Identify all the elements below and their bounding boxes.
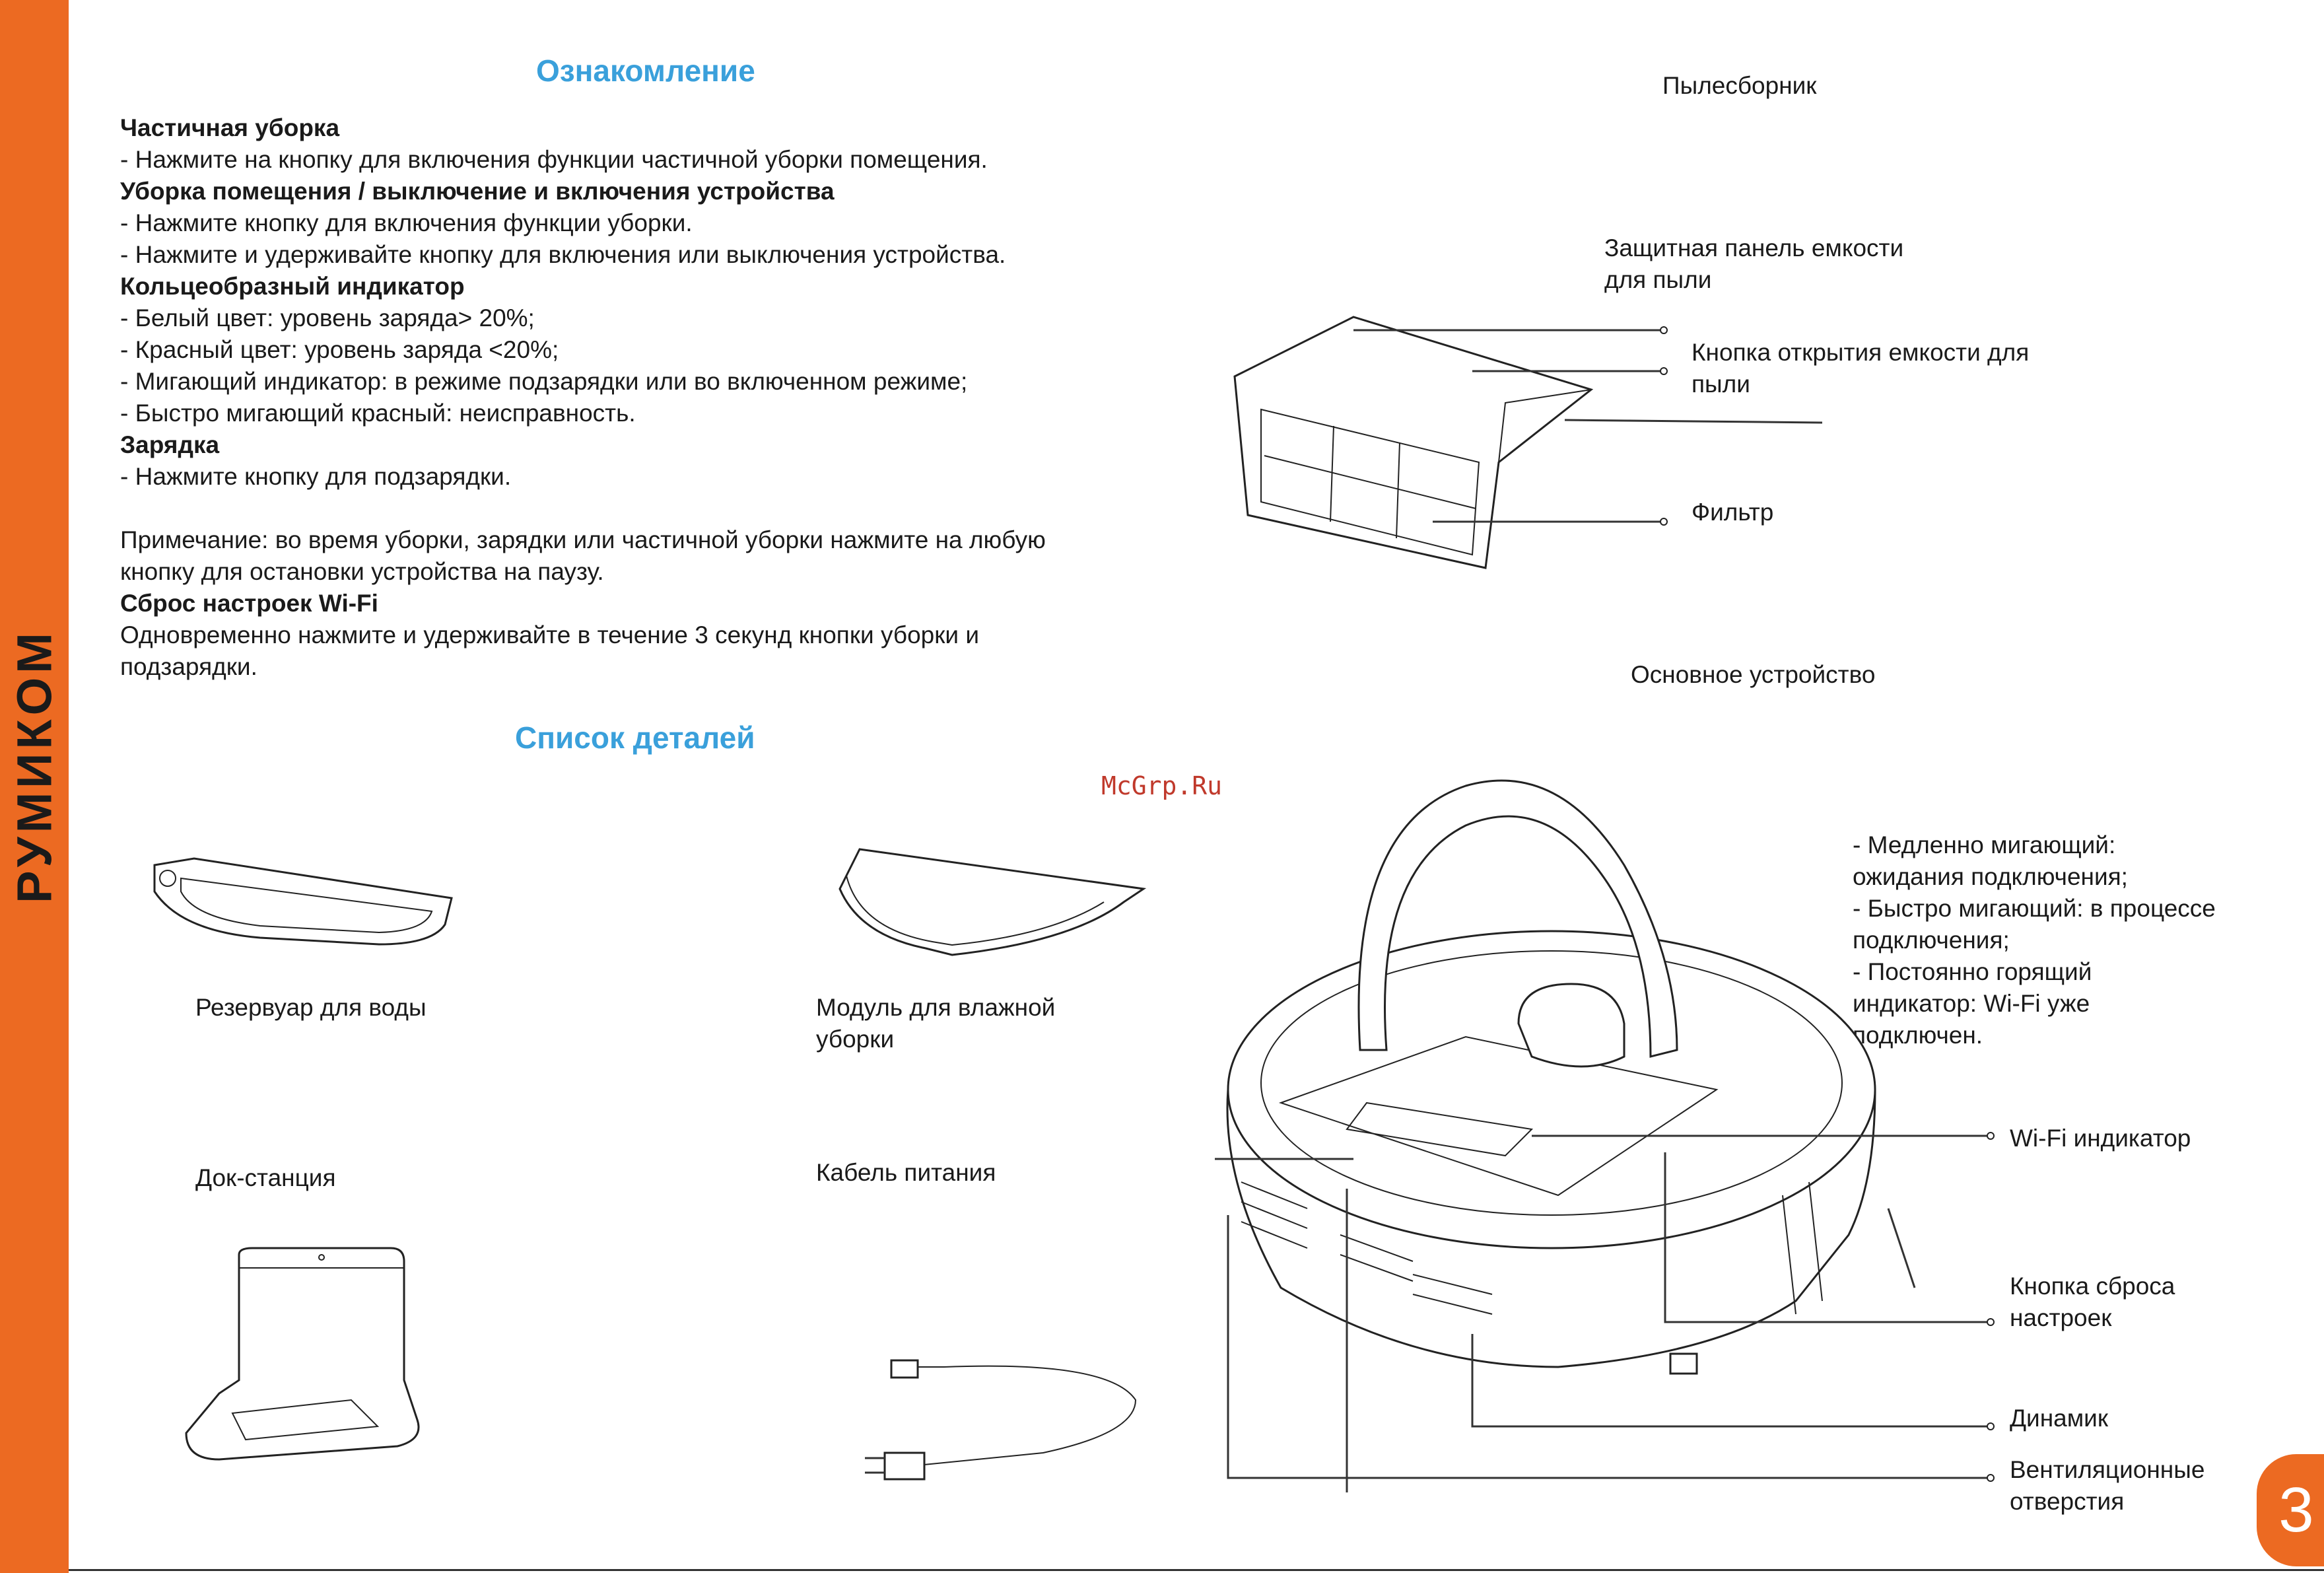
- dustbin-leader-lines: [1353, 326, 1823, 526]
- note-line: Примечание: во время уборки, зарядки или…: [120, 526, 1046, 553]
- heading-room-clean: Уборка помещения / выключение и включени…: [120, 178, 835, 205]
- main-device-title: Основное устройство: [1631, 661, 1876, 688]
- text-line: - Нажмите кнопку для включения функции у…: [120, 209, 693, 236]
- wifi-state-line: - Медленно мигающий:: [1853, 831, 2116, 858]
- cable-label: Кабель питания: [816, 1159, 996, 1186]
- dock-label: Док-станция: [195, 1164, 336, 1191]
- bottom-rule: [69, 1569, 2324, 1571]
- open-button-label-1: Кнопка открытия емкости для: [1692, 339, 2030, 366]
- heading-ring-indicator: Кольцеобразный индикатор: [120, 273, 465, 300]
- wifi-indicator-label: Wi-Fi индикатор: [2010, 1125, 2191, 1152]
- wifi-state-line: индикатор: Wi-Fi уже: [1853, 990, 2090, 1017]
- dustbin-title: Пылесборник: [1662, 72, 1817, 99]
- text-line: - Нажмите кнопку для подзарядки.: [120, 463, 512, 490]
- mop-module-illustration: [838, 848, 1147, 956]
- dock-station-illustration: [185, 1247, 420, 1461]
- wifi-state-line: подключения;: [1853, 926, 2010, 954]
- robot-vacuum-illustration: [1226, 779, 1916, 1375]
- page-number: 3: [2257, 1454, 2324, 1566]
- text-line: - Мигающий индикатор: в режиме подзарядк…: [120, 368, 968, 395]
- mop-module-label-1: Модуль для влажной: [816, 994, 1056, 1021]
- text-line: - Нажмите и удерживайте кнопку для включ…: [120, 241, 1006, 268]
- text-line: подзарядки.: [120, 653, 257, 680]
- text-line: - Красный цвет: уровень заряда <20%;: [120, 336, 559, 363]
- mop-module-label-2: уборки: [816, 1026, 895, 1053]
- note-line: кнопку для остановки устройства на паузу…: [120, 558, 604, 585]
- text-line: - Быстро мигающий красный: неисправность…: [120, 400, 636, 427]
- parts-title: Список деталей: [515, 720, 755, 755]
- water-tank-label: Резервуар для воды: [195, 994, 427, 1021]
- protective-panel-label-1: Защитная панель емкости: [1604, 234, 1904, 262]
- vents-label-1: Вентиляционные: [2010, 1456, 2205, 1483]
- protective-panel-label-2: для пыли: [1604, 266, 1712, 293]
- wifi-state-line: - Постоянно горящий: [1853, 958, 2092, 985]
- heading-charging: Зарядка: [120, 431, 220, 458]
- wifi-state-line: ожидания подключения;: [1853, 863, 2128, 890]
- heading-partial-clean: Частичная уборка: [120, 114, 340, 141]
- text-line: - Нажмите на кнопку для включения функци…: [120, 146, 988, 173]
- sidebar-band: РУМИКОМ: [0, 0, 69, 1573]
- filter-label: Фильтр: [1692, 499, 1774, 526]
- heading-wifi-reset: Сброс настроек Wi-Fi: [120, 590, 378, 617]
- power-cable-illustration: [865, 1359, 1137, 1481]
- text-line: Одновременно нажмите и удерживайте в теч…: [120, 621, 980, 648]
- watermark: McGrp.Ru: [1101, 771, 1223, 800]
- intro-text: Частичная уборка - Нажмите на кнопку для…: [120, 112, 1150, 683]
- water-tank-illustration: [153, 857, 453, 946]
- speaker-label: Динамик: [2010, 1405, 2109, 1432]
- dustbin-illustration: [1233, 316, 1594, 569]
- vents-label-2: отверстия: [2010, 1488, 2125, 1515]
- open-button-label-2: пыли: [1692, 370, 1750, 398]
- intro-title: Ознакомление: [536, 53, 755, 88]
- reset-button-label-1: Кнопка сброса: [2010, 1273, 2175, 1300]
- text-line: - Белый цвет: уровень заряда> 20%;: [120, 304, 535, 332]
- reset-button-label-2: настроек: [2010, 1304, 2112, 1331]
- brand-logo: РУМИКОМ: [7, 629, 62, 903]
- robot-leader-lines: [1215, 1132, 1995, 1492]
- wifi-state-line: - Быстро мигающий: в процессе: [1853, 895, 2216, 922]
- wifi-state-line: подключен.: [1853, 1022, 1983, 1049]
